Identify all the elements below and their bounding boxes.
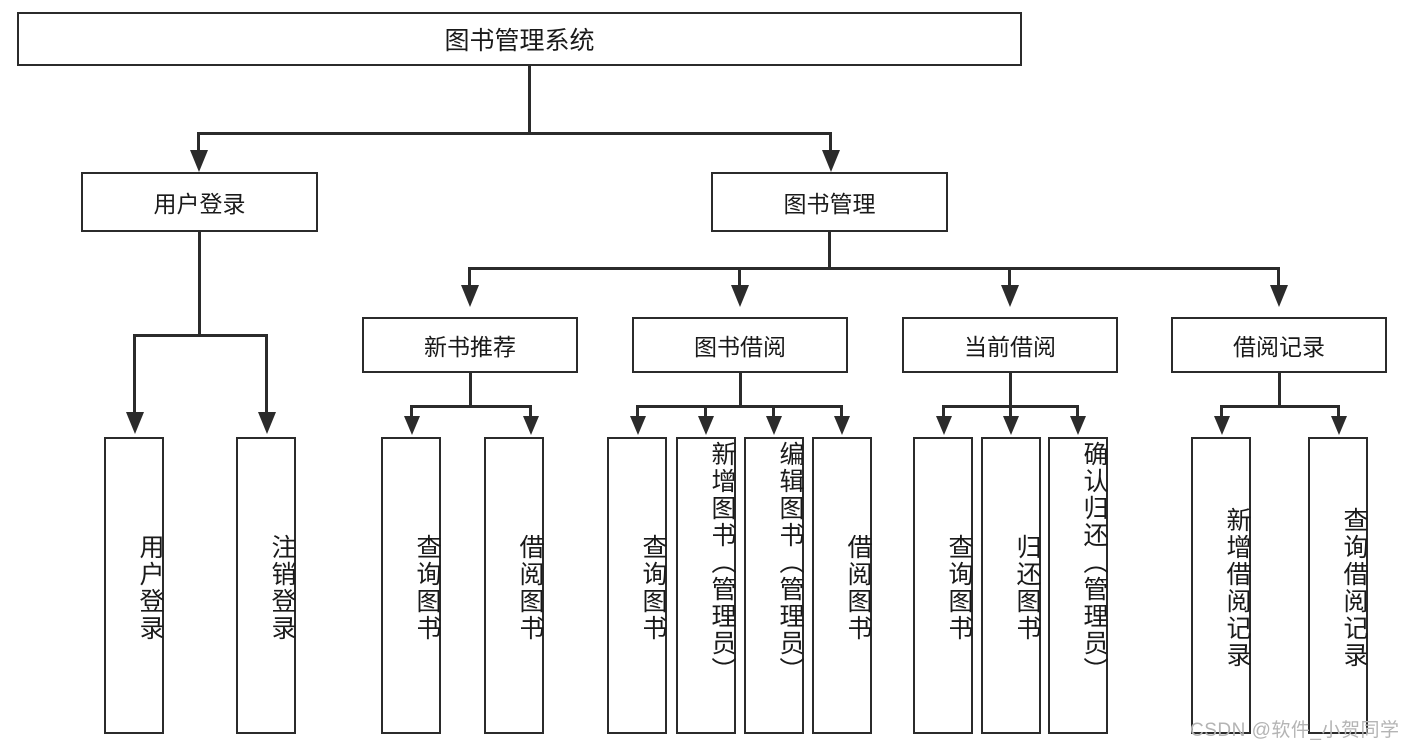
edge-current-borrow-stem <box>1009 373 1012 407</box>
arrow-br-to-leaf-2 <box>1331 416 1347 435</box>
node-label: 注销登录 <box>268 533 296 642</box>
edge-new-book-stem <box>469 373 472 407</box>
node-label: 图书管理 <box>783 191 876 217</box>
arrow-bm-to-l3-2 <box>731 285 749 307</box>
node-label: 用户登录 <box>153 191 246 217</box>
node-label: 借阅图书 <box>844 533 872 642</box>
node-label: 查询图书 <box>639 533 667 642</box>
node-label: 查询借阅记录 <box>1340 506 1368 669</box>
edge-bb-to-leaf-3 <box>772 405 775 419</box>
arrow-bm-to-l3-3 <box>1001 285 1019 307</box>
edge-borrow-record-stem <box>1278 373 1281 407</box>
node-label: 图书管理系统 <box>444 27 595 55</box>
node-book-management[interactable]: 图书管理 <box>711 172 948 232</box>
leaf-add-borrow-record[interactable]: 新增借阅记录 <box>1191 437 1251 734</box>
leaf-return-book[interactable]: 归还图书 <box>981 437 1041 734</box>
node-root-book-management-system[interactable]: 图书管理系统 <box>17 12 1022 66</box>
edge-bb-to-leaf-2 <box>704 405 707 419</box>
node-label: 确认归还（管理员） <box>1080 441 1108 684</box>
edge-br-to-leaf-2 <box>1337 405 1340 419</box>
edge-book-borrow-stem <box>739 373 742 407</box>
leaf-borrow-book-recommend[interactable]: 借阅图书 <box>484 437 544 734</box>
node-label: 归还图书 <box>1013 533 1041 642</box>
node-label: 新增图书（管理员） <box>708 441 736 684</box>
edge-bm-to-l3-2 <box>738 267 741 289</box>
edge-br-to-leaf-1 <box>1220 405 1223 419</box>
watermark-text: CSDN @软件_小贺同学 <box>1190 720 1400 741</box>
leaf-confirm-return-admin[interactable]: 确认归还（管理员） <box>1048 437 1108 734</box>
arrow-bb-to-leaf-1 <box>630 416 646 435</box>
edge-book-borrow-bar <box>636 405 843 408</box>
arrow-newbook-to-leaf-1 <box>404 416 420 435</box>
arrow-bb-to-leaf-3 <box>766 416 782 435</box>
arrow-bb-to-leaf-2 <box>698 416 714 435</box>
arrow-bb-to-leaf-4 <box>834 416 850 435</box>
edge-root-to-user-login <box>197 132 200 154</box>
edge-bm-to-l3-3 <box>1008 267 1011 289</box>
arrow-br-to-leaf-1 <box>1214 416 1230 435</box>
node-current-borrow[interactable]: 当前借阅 <box>902 317 1118 373</box>
node-label: 借阅记录 <box>1233 334 1325 360</box>
leaf-query-book-current[interactable]: 查询图书 <box>913 437 973 734</box>
leaf-query-book-recommend[interactable]: 查询图书 <box>381 437 441 734</box>
edge-user-login-stem <box>198 232 201 336</box>
node-label: 查询图书 <box>945 533 973 642</box>
node-label: 编辑图书（管理员） <box>776 441 804 684</box>
leaf-edit-book-admin[interactable]: 编辑图书（管理员） <box>744 437 804 734</box>
edge-bm-to-l3-4 <box>1277 267 1280 289</box>
arrow-cb-to-leaf-2 <box>1003 416 1019 435</box>
leaf-logout[interactable]: 注销登录 <box>236 437 296 734</box>
edge-borrow-record-bar <box>1220 405 1340 408</box>
edge-user-login-bar <box>133 334 268 337</box>
edge-bb-to-leaf-1 <box>636 405 639 419</box>
node-new-book-recommend[interactable]: 新书推荐 <box>362 317 578 373</box>
arrow-cb-to-leaf-1 <box>936 416 952 435</box>
node-label: 用户登录 <box>136 533 164 642</box>
node-label: 借阅图书 <box>516 533 544 642</box>
node-label: 查询图书 <box>413 533 441 642</box>
edge-cb-to-leaf-3 <box>1076 405 1079 419</box>
node-label: 当前借阅 <box>964 334 1056 360</box>
arrow-cb-to-leaf-3 <box>1070 416 1086 435</box>
edge-cb-to-leaf-1 <box>942 405 945 419</box>
edge-newbook-to-leaf-1 <box>410 405 413 419</box>
edge-user-login-to-leaf-2 <box>265 334 268 416</box>
edge-cb-to-leaf-2 <box>1009 405 1012 419</box>
edge-root-stem <box>528 66 531 134</box>
edge-bb-to-leaf-4 <box>840 405 843 419</box>
edge-new-book-bar <box>410 405 532 408</box>
edge-newbook-to-leaf-2 <box>529 405 532 419</box>
edge-book-management-bar <box>468 267 1280 270</box>
arrow-root-to-book-management <box>822 150 840 172</box>
arrow-bm-to-l3-1 <box>461 285 479 307</box>
leaf-query-book-borrow[interactable]: 查询图书 <box>607 437 667 734</box>
node-user-login[interactable]: 用户登录 <box>81 172 318 232</box>
edge-bm-to-l3-1 <box>468 267 471 289</box>
edge-book-management-stem <box>828 232 831 270</box>
node-label: 新增借阅记录 <box>1223 506 1251 669</box>
arrow-user-login-to-leaf-1 <box>126 412 144 434</box>
edge-user-login-to-leaf-1 <box>133 334 136 416</box>
leaf-borrow-book[interactable]: 借阅图书 <box>812 437 872 734</box>
leaf-query-borrow-record[interactable]: 查询借阅记录 <box>1308 437 1368 734</box>
node-book-borrow[interactable]: 图书借阅 <box>632 317 848 373</box>
arrow-root-to-user-login <box>190 150 208 172</box>
node-borrow-record[interactable]: 借阅记录 <box>1171 317 1387 373</box>
edge-root-bar <box>197 132 832 135</box>
arrow-bm-to-l3-4 <box>1270 285 1288 307</box>
arrow-newbook-to-leaf-2 <box>523 416 539 435</box>
edge-root-to-book-management <box>829 132 832 154</box>
node-label: 图书借阅 <box>694 334 786 360</box>
leaf-add-book-admin[interactable]: 新增图书（管理员） <box>676 437 736 734</box>
arrow-user-login-to-leaf-2 <box>258 412 276 434</box>
leaf-user-login[interactable]: 用户登录 <box>104 437 164 734</box>
node-label: 新书推荐 <box>424 334 516 360</box>
